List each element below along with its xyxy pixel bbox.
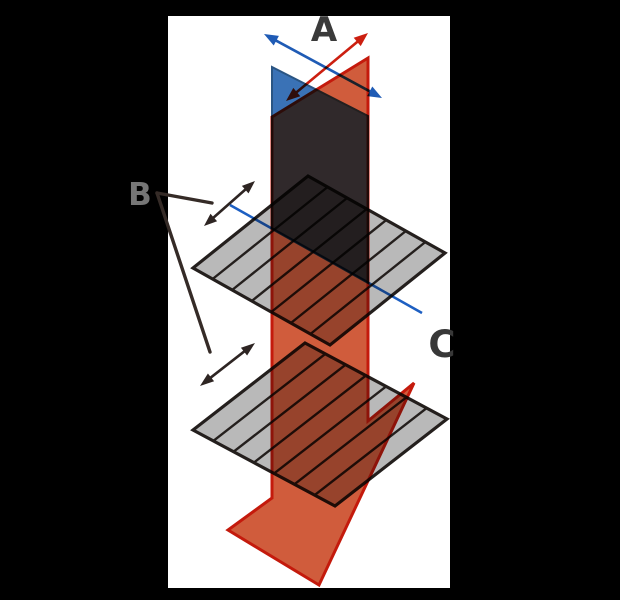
black-arrowhead-icon: [241, 181, 255, 194]
polarizer-top-axis-double-arrow: [204, 181, 255, 226]
black-arrowhead-icon: [200, 373, 215, 386]
label-a: A: [311, 10, 338, 50]
red-arrowhead-icon: [353, 33, 368, 47]
polarizer-bottom-axis-double-arrow: [200, 343, 255, 386]
label-c: C: [428, 323, 455, 366]
label-b-pointer-lines: [155, 191, 214, 354]
pointer-line-to-bottom-axis: [155, 191, 212, 354]
blue-arrowhead-icon: [367, 86, 382, 98]
pointer-line-to-top-axis: [155, 191, 214, 205]
red-beam-arrow: [225, 55, 416, 588]
black-arrowhead-icon: [204, 213, 218, 226]
label-b: B: [128, 177, 152, 213]
red-double-arrow-shaft: [292, 38, 362, 96]
axis-arrow-shaft: [207, 348, 248, 381]
black-arrowhead-icon: [240, 343, 255, 356]
axis-arrow-shaft: [210, 186, 249, 221]
blue-oscillation-double-arrow: [264, 34, 382, 98]
blue-arrowhead-icon: [264, 34, 279, 46]
red-oscillation-double-arrow: [286, 33, 368, 101]
blue-double-arrow-shaft: [272, 37, 374, 95]
red-arrowhead-icon: [286, 87, 301, 101]
